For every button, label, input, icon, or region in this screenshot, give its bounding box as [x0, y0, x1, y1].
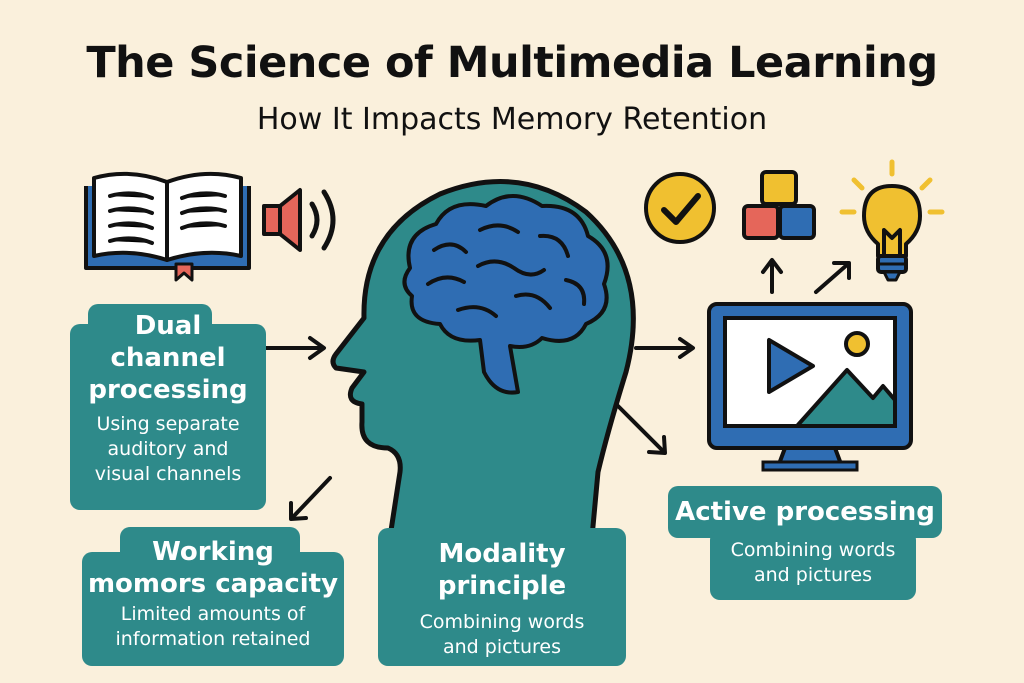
- page-title: The Science of Multimedia Learning: [86, 38, 938, 88]
- active-processing-desc-2: and pictures: [753, 564, 873, 586]
- dual-channel-card: Dual channel processing Using separate a…: [70, 311, 266, 510]
- lightbulb-icon: [839, 159, 945, 282]
- page-subtitle: How It Impacts Memory Retention: [256, 102, 768, 137]
- book-icon: [84, 171, 251, 282]
- active-processing-header: Active processing: [668, 486, 942, 538]
- active-processing-heading: Active processing: [675, 497, 935, 527]
- active-processing-card: Combining words and pictures: [710, 530, 916, 600]
- working-memory-card: Working momors capacity Limited amounts …: [82, 537, 344, 666]
- working-memory-heading-2: momors capacity: [87, 569, 339, 599]
- working-memory-heading-1: Working: [152, 537, 274, 567]
- active-processing-desc-1: Combining words: [730, 539, 896, 561]
- head-brain-icon: [330, 179, 636, 540]
- modality-principle-card: Modality principle Combining words and p…: [378, 528, 626, 666]
- working-memory-desc-1: Limited amounts of: [120, 603, 306, 625]
- modality-desc-1: Combining words: [419, 611, 585, 633]
- dual-channel-desc-3: visual channels: [94, 463, 242, 485]
- speaker-icon: [262, 188, 336, 252]
- working-memory-desc-2: information retained: [115, 628, 311, 650]
- dual-channel-heading-3: processing: [88, 375, 248, 405]
- modality-desc-2: and pictures: [442, 636, 562, 658]
- dual-channel-heading-1: Dual: [134, 311, 202, 341]
- blocks-icon: [742, 170, 816, 240]
- checkmark-icon: [644, 172, 716, 244]
- modality-heading-2: principle: [437, 571, 567, 601]
- monitor-media-icon: [707, 302, 913, 472]
- dual-channel-heading-2: channel: [110, 343, 226, 373]
- dual-channel-desc-2: auditory and: [107, 438, 229, 460]
- modality-heading-1: Modality: [438, 539, 566, 569]
- dual-channel-desc-1: Using separate: [96, 413, 240, 435]
